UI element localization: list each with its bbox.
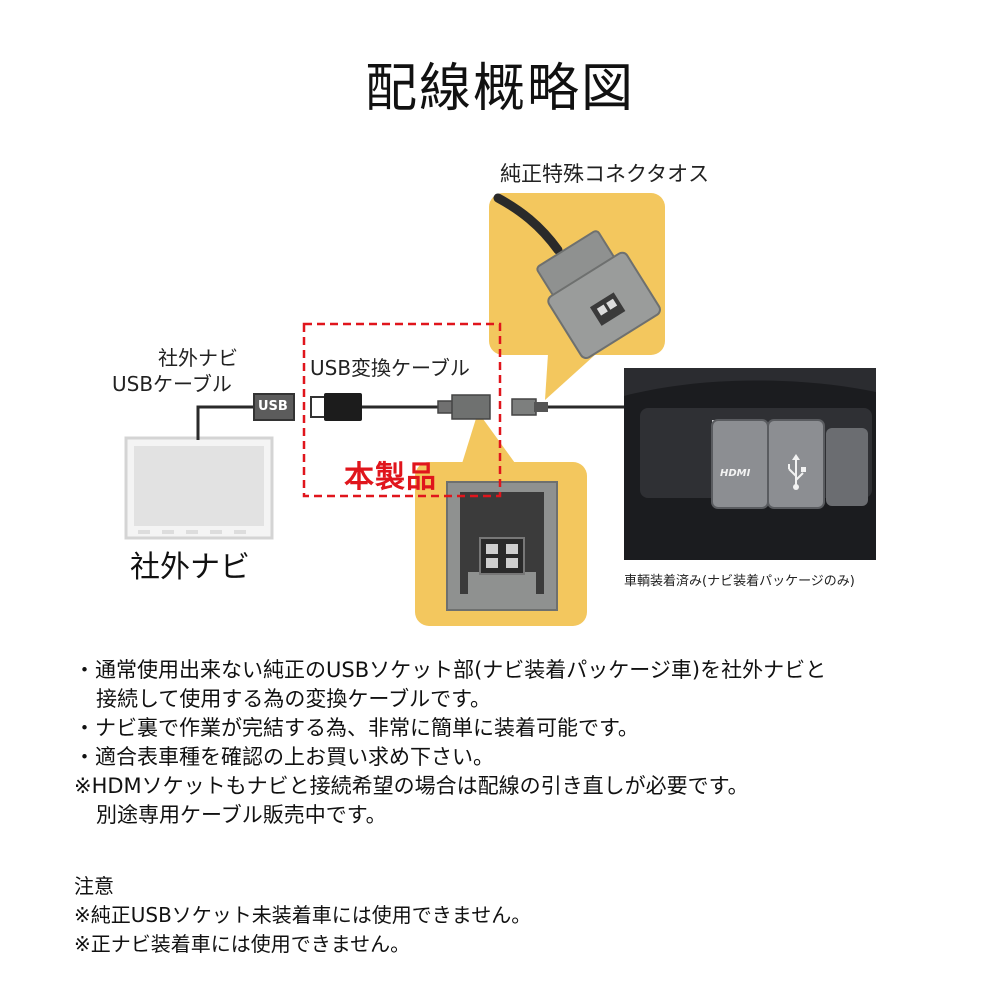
note-line: ・ナビ裏で作業が完結する為、非常に簡単に装着可能です。 <box>74 716 639 740</box>
feature-notes: ・通常使用出来ない純正のUSBソケット部(ナビ装着パッケージ車)を社外ナビと 接… <box>74 656 954 830</box>
conversion-socket-icon <box>446 481 558 611</box>
caution-item: ※正ナビ装着車には使用できません。 <box>74 932 411 956</box>
aftermarket-navi-icon <box>124 436 274 540</box>
conversion-cable-label: USB変換ケーブル <box>310 356 470 380</box>
diagram-title: 配線概略図 <box>364 59 635 119</box>
caution-heading: 注意 <box>74 874 114 898</box>
product-boundary <box>302 322 502 498</box>
genuine-connector-label: 純正特殊コネクタオス <box>500 162 710 186</box>
aftermarket-cable-label-line2: USBケーブル <box>112 372 232 396</box>
note-line: ・通常使用出来ない純正のUSBソケット部(ナビ装着パッケージ車)を社外ナビと <box>74 658 827 682</box>
hdmi-port-icon <box>711 419 769 509</box>
socket-callout <box>415 412 587 626</box>
genuine-connector-icon <box>536 230 661 360</box>
aftermarket-cable-label-line1: 社外ナビ <box>158 346 238 370</box>
usb-plug-icon <box>253 393 295 421</box>
usb-icon <box>788 454 806 490</box>
vehicle-socket-photo <box>624 368 876 560</box>
note-line: 別途専用ケーブル販売中です。 <box>96 803 387 827</box>
navi-usb-cable <box>196 405 256 440</box>
conversion-connector-icon <box>437 394 491 420</box>
note-line: ※HDMソケットもナビと接続希望の場合は配線の引き直しが必要です。 <box>74 774 749 798</box>
caution-item: ※純正USBソケット未装着車には使用できません。 <box>74 903 532 927</box>
navi-caption: 社外ナビ <box>130 550 250 585</box>
vehicle-caption: 車輌装着済み(ナビ装着パッケージのみ) <box>624 574 855 589</box>
wiring-diagram <box>124 193 876 626</box>
caution-section: 注意 ※純正USBソケット未装着車には使用できません。 ※正ナビ装着車には使用で… <box>74 872 531 959</box>
genuine-connector-small-icon <box>511 398 548 416</box>
genuine-connector-callout <box>489 193 665 400</box>
note-line: 接続して使用する為の変換ケーブルです。 <box>96 687 492 711</box>
usb-female-end-icon <box>310 393 362 421</box>
usb-plug-label: USB <box>258 399 288 414</box>
hdmi-label: HDMI <box>720 468 751 479</box>
note-line: ・適合表車種を確認の上お買い求め下さい。 <box>74 745 494 769</box>
product-label: 本製品 <box>344 460 437 495</box>
